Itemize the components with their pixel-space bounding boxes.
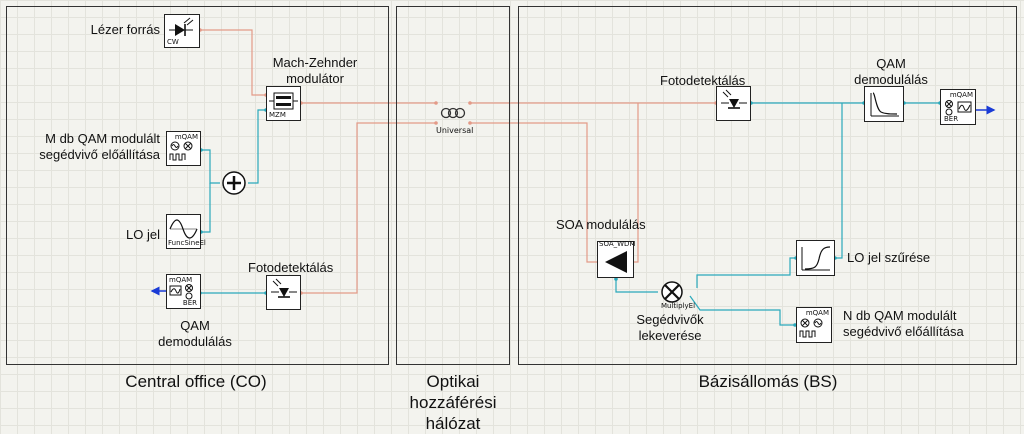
lo-filter-block[interactable] — [796, 240, 835, 276]
photodiode-icon — [271, 278, 297, 298]
bs-qam-demod-label: QAM demodulálás — [854, 56, 928, 87]
co-photodetect-label: Fotodetektálás — [248, 260, 334, 275]
region-central-office — [6, 6, 389, 365]
lowpass-filter-icon — [870, 92, 899, 117]
wire-pd-to-bp-filter — [835, 103, 843, 259]
bs-qam-receiver-block[interactable]: mQAM BER — [940, 89, 976, 125]
lo-filter-label: LO jel szűrése — [847, 250, 931, 265]
qam-transmitter-icon — [169, 141, 193, 161]
co-photodetector-block[interactable] — [266, 275, 301, 310]
multiplier-icon[interactable] — [661, 281, 683, 303]
n-qam-label: N db QAM modulált segédvivő előállítása — [843, 308, 964, 339]
m-qam-label: M db QAM modulált segédvivő előállítása — [39, 131, 160, 162]
ber-tag: BER — [182, 299, 197, 307]
multiply-tag: MultiplyEl — [661, 302, 696, 310]
soa-wdm-tag: SOA_WDM — [599, 240, 636, 248]
fiber-spool-icon[interactable] — [440, 107, 466, 119]
qam-receiver-ber-icon — [169, 284, 193, 300]
wire-laser-to-mzm — [200, 29, 266, 96]
soa-block[interactable]: SOA_WDM — [597, 240, 636, 278]
co-qam-demod-label: QAM demodulálás — [158, 318, 232, 349]
wire-bp-filter-to-mixer — [696, 257, 796, 288]
co-qam-receiver-block[interactable]: mQAM BER — [166, 274, 201, 309]
qam-transmitter-icon — [799, 318, 823, 338]
laser-diode-icon — [169, 17, 194, 36]
laser-source-label: Lézer forrás — [90, 22, 160, 37]
bs-photodetector-block[interactable] — [716, 86, 751, 121]
bs-title: Bázisállomás (BS) — [698, 372, 838, 391]
co-title: Central office (CO) — [125, 372, 267, 391]
wire-adder-to-mzm — [248, 109, 266, 184]
wire-mqam-to-adder — [201, 149, 220, 184]
mqam-tag: mQAM — [174, 133, 198, 141]
wire-lo-to-adder — [201, 183, 211, 233]
mqam-bs-rx-tag: mQAM — [949, 91, 973, 99]
bs-lowpass-filter-block[interactable] — [864, 86, 904, 122]
mzm-tag: MZM — [269, 111, 286, 119]
mqam-rx-tag: mQAM — [169, 276, 193, 284]
bandpass-filter-icon — [801, 246, 831, 271]
lo-signal-label: LO jel — [126, 227, 160, 242]
soa-mod-label: SOA modulálás — [556, 217, 646, 232]
func-sine-tag: FuncSineEl — [168, 239, 206, 247]
mzm-block[interactable]: MZM — [266, 86, 301, 121]
soa-amplifier-icon — [605, 251, 627, 273]
sine-generator-icon — [169, 219, 198, 239]
region-base-station — [518, 6, 1017, 365]
diagram-canvas — [150, 28, 996, 327]
wire-soa-to-fiber — [470, 122, 604, 263]
laser-source-block[interactable]: CW — [164, 14, 200, 48]
mqam-bs-tx-tag: mQAM — [805, 309, 829, 317]
adder-icon[interactable] — [222, 171, 246, 195]
bs-photodetect-label: Fotodetektálás — [660, 73, 746, 88]
photodiode-icon — [721, 89, 747, 109]
mach-zehnder-modulator-icon — [269, 92, 298, 110]
region-optical-access-network — [396, 6, 510, 365]
ber-bs-tag: BER — [944, 115, 959, 123]
m-qam-transmitter-block[interactable]: mQAM — [166, 131, 201, 166]
cw-tag: CW — [167, 38, 179, 46]
qam-receiver-ber-icon — [945, 100, 972, 116]
lo-sine-generator-block[interactable]: FuncSineEl — [166, 214, 206, 249]
oan-title: Optikai hozzáférési hálózat — [409, 372, 497, 433]
mzm-label: Mach-Zehnder modulátor — [272, 55, 358, 86]
universal-tag: Universal — [436, 126, 474, 135]
subcarrier-mix-label: Segédvivők lekeverése — [636, 312, 704, 343]
wire-nqam-to-mixer — [689, 295, 795, 326]
electrical-wires — [200, 102, 940, 326]
n-qam-transmitter-block[interactable]: mQAM — [796, 307, 832, 343]
wire-mixer-to-soa — [615, 279, 658, 293]
